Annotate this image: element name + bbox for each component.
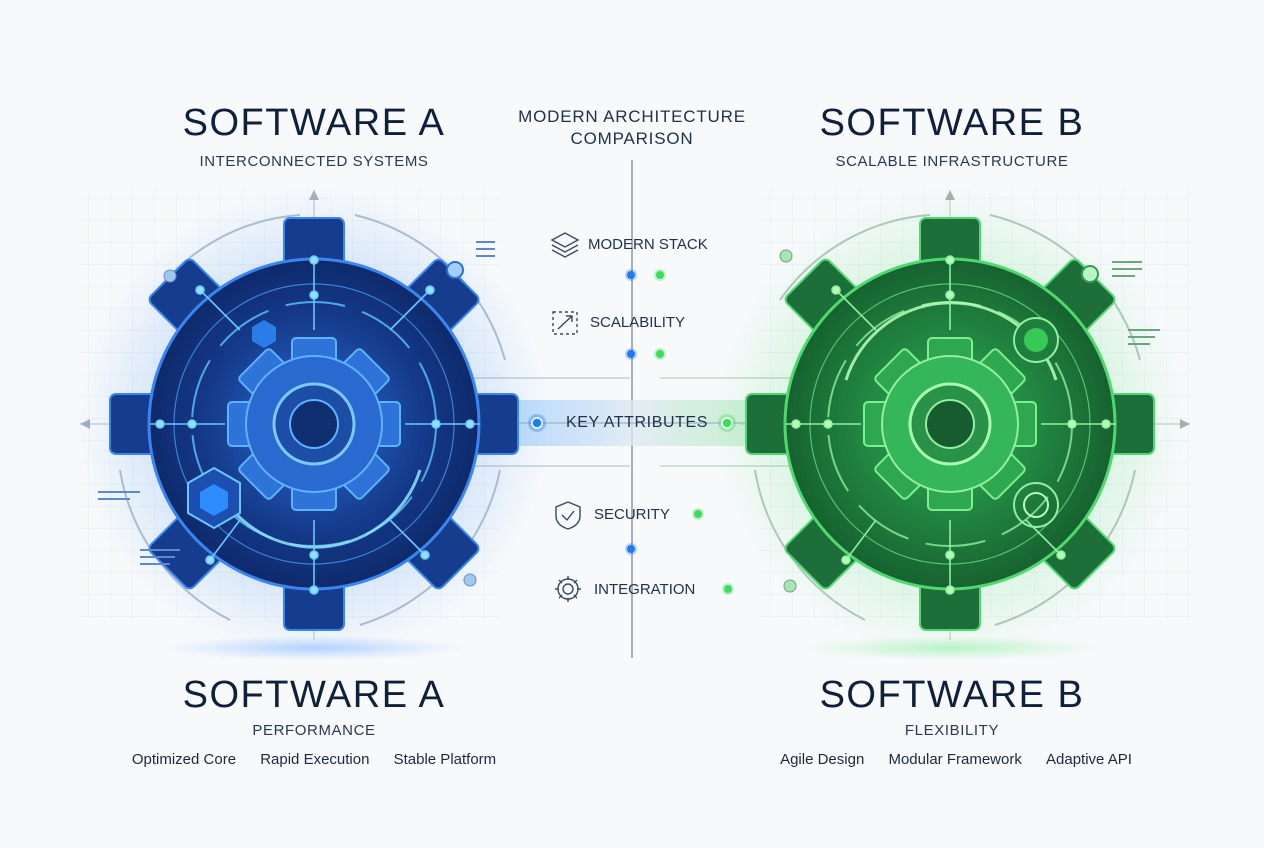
tag-rapid-execution: Rapid Execution [260, 751, 370, 768]
feature-security: SECURITY [594, 506, 670, 523]
software-a-subtitle-bottom: PERFORMANCE [252, 722, 376, 739]
feature-modern-stack: MODERN STACK [588, 236, 708, 253]
software-a-title-top: SOFTWARE A [182, 102, 446, 144]
key-attributes-label: KEY ATTRIBUTES [566, 414, 709, 431]
center-heading: MODERN ARCHITECTURE COMPARISON [482, 106, 782, 150]
software-b-subtitle-top: SCALABLE INFRASTRUCTURE [835, 153, 1069, 170]
software-a-title-bottom: SOFTWARE A [182, 674, 446, 716]
tag-adaptive-api: Adaptive API [1046, 751, 1132, 768]
feature-integration: INTEGRATION [594, 581, 696, 598]
feature-scalability: SCALABILITY [590, 314, 686, 331]
tag-optimized-core: Optimized Core [131, 751, 237, 768]
tag-agile-design: Agile Design [780, 751, 865, 768]
software-a-subtitle-top: INTERCONNECTED SYSTEMS [199, 153, 429, 170]
software-b-subtitle-bottom: FLEXIBILITY [904, 722, 1000, 739]
software-b-title-top: SOFTWARE B [819, 102, 1085, 144]
expand-icon [552, 311, 578, 335]
center-heading-line2: COMPARISON [570, 129, 694, 148]
software-b-gear [715, 189, 1190, 659]
feature-dots [625, 269, 734, 595]
software-a-tags: Optimized Core Rapid Execution Stable Pl… [94, 751, 534, 768]
software-b-title-bottom: SOFTWARE B [819, 674, 1085, 716]
layers-icon [550, 232, 580, 258]
shield-check-icon [555, 501, 581, 530]
center-heading-line1: MODERN ARCHITECTURE [518, 107, 746, 126]
software-a-gear [79, 189, 549, 659]
software-b-tags: Agile Design Modular Framework Adaptive … [736, 751, 1176, 768]
tag-modular-framework: Modular Framework [888, 751, 1022, 768]
gear-icon [555, 576, 581, 602]
tag-stable-platform: Stable Platform [393, 751, 497, 768]
